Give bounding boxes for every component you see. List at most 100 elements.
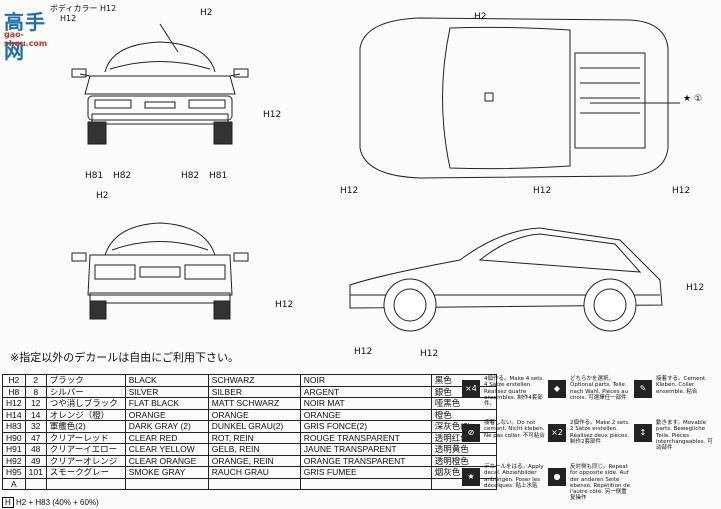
cell-en: SILVER — [124, 385, 209, 398]
cell-de: ORANGE — [207, 408, 301, 421]
callout-front-bottom-2: H82 — [113, 171, 132, 181]
cell-de: ORANGE, REIN — [207, 454, 301, 467]
legend-text: 接着する。Cement. Kleben. Coller ensemble. 粘合 — [656, 376, 707, 395]
legend-symbol-icon: ⊘ — [462, 424, 480, 442]
cell-en: CLEAR YELLOW — [124, 443, 209, 456]
cell-de: ROT, REIN — [207, 431, 301, 444]
legend-text: 2個作る。Make 2 sets. 2 Sätze erstellen. Réa… — [570, 420, 631, 445]
cell-jp: オレンジ（橙） — [45, 408, 126, 421]
cell-fr: NOIR MAT — [299, 397, 432, 410]
mix-footnote: H H2 + H83 (40% + 60%) — [2, 497, 99, 508]
cell-jp: 軍艦色(2) — [45, 420, 126, 433]
callout-side-bottom-left: H12 — [354, 347, 373, 357]
callout-front-top: H2 — [200, 8, 213, 18]
cell-jp: クリアーレッド — [45, 431, 126, 444]
cell-de: RAUCH GRAU — [207, 466, 301, 479]
cell-code: H83 — [2, 420, 26, 433]
legend-text: 4個作る。Make 4 sets. 4 Sätze erstellen. Réa… — [484, 376, 545, 408]
cell-fr: ROUGE TRANSPARENT — [299, 431, 432, 444]
cell-en: ORANGE — [124, 408, 209, 421]
legend-item: ★デカールをはる。Apply decal. Abziehbilder anbri… — [462, 462, 546, 504]
cell-en: DARK GRAY (2) — [124, 420, 209, 433]
cell-num: 47 — [24, 431, 47, 444]
legend-item: ●反対側も同じ。Repeat for opposite side. Auf de… — [548, 462, 632, 504]
callout-top-bottom-mid: H12 — [533, 186, 552, 196]
cell-fr: NOIR — [299, 374, 432, 387]
callout-top-front: H2 — [474, 12, 487, 22]
cell-en: CLEAR ORANGE — [124, 454, 209, 467]
cell-code: H92 — [2, 454, 26, 467]
callout-front-bottom-4: H81 — [209, 171, 228, 181]
legend-symbol-icon: ◆ — [548, 380, 566, 398]
cell-num: 48 — [24, 443, 47, 456]
callout-front-bottom-3: H82 — [181, 171, 200, 181]
decal-note: ※指定以外のデカールは自由にご利用下さい。 — [10, 351, 239, 364]
legend-symbol-icon: ×2 — [548, 424, 566, 442]
cell-jp: スモークグレー — [45, 466, 126, 479]
legend-text: どちらかを選択。Optional parts. Teile nach Wahl.… — [570, 376, 629, 401]
cell-code: H91 — [2, 443, 26, 456]
legend-symbol-icon: ● — [548, 468, 566, 486]
cell-de: GELB, REIN — [207, 443, 301, 456]
watermark-site: 高手网 — [4, 10, 46, 63]
body-color-line2: H12 — [60, 14, 77, 23]
legend-item: ◆どちらかを選択。Optional parts. Teile nach Wahl… — [548, 374, 632, 416]
cell-code: H95 — [2, 466, 26, 479]
cell-num: 2 — [24, 374, 47, 387]
callout-rear-top: H2 — [96, 191, 109, 201]
cell-fr: ORANGE — [299, 408, 432, 421]
table-row: A — [2, 477, 497, 490]
cell-jp: クリアーオレンジ — [45, 454, 126, 467]
callout-side-right: H12 — [686, 283, 705, 293]
legend-text: デカールをはる。Apply decal. Abziehbilder anbrin… — [484, 464, 544, 489]
cell-de — [207, 477, 301, 490]
cell-fr — [299, 477, 432, 490]
cell-de: SILBER — [207, 385, 301, 398]
cell-fr: JAUNE TRANSPARENT — [299, 443, 432, 456]
cell-en: BLACK — [124, 374, 209, 387]
cell-code: H14 — [2, 408, 26, 421]
cell-jp: クリアーイエロー — [45, 443, 126, 456]
cell-jp: つや消しブラック — [45, 397, 126, 410]
callout-top-star: ★ ① — [683, 94, 703, 104]
cell-en — [124, 477, 209, 490]
cell-num: 49 — [24, 454, 47, 467]
legend-text: 反対側も同じ。Repeat for opposite side. Auf der… — [570, 464, 631, 502]
callout-rear-side: H12 — [275, 300, 294, 310]
cell-jp: シルバー — [45, 385, 126, 398]
watermark-url: gao-shou.com — [4, 30, 48, 48]
cell-fr: ORANGE TRANSPARENT — [299, 454, 432, 467]
rear-view-drawing — [71, 222, 249, 320]
cell-code: H90 — [2, 431, 26, 444]
cell-jp: ブラック — [45, 374, 126, 387]
cell-num — [24, 477, 47, 490]
body-color-line1: ボディカラー H12 — [50, 4, 117, 13]
legend-text: 接着しない。Do not cement. Nicht kleben. Ne pa… — [484, 420, 545, 439]
cell-num: 101 — [24, 466, 47, 479]
cell-num: 8 — [24, 385, 47, 398]
cell-code: H2 — [2, 374, 26, 387]
legend-symbol-icon: ✎ — [634, 380, 652, 398]
cell-code: A — [2, 477, 26, 490]
callout-side-bottom-mid: H12 — [420, 349, 439, 359]
cell-num: 12 — [24, 397, 47, 410]
callout-front-bottom-1: H81 — [85, 171, 104, 181]
legend-symbol-icon: ↕ — [634, 424, 652, 442]
cell-jp — [45, 477, 126, 490]
callout-top-bottom-left: H12 — [340, 186, 359, 196]
cell-num: 14 — [24, 408, 47, 421]
footnote-prefix: H — [2, 497, 14, 508]
cell-en: SMOKE GRAY — [124, 466, 209, 479]
